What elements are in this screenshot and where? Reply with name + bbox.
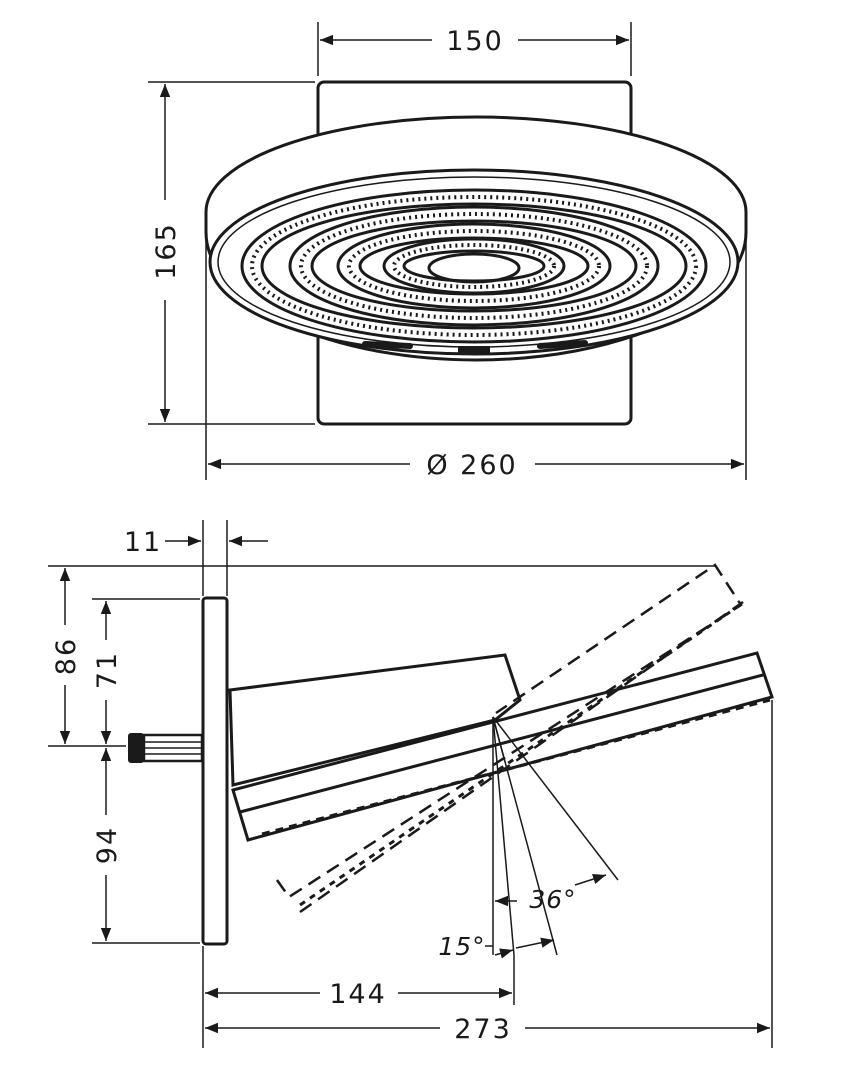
spray-rings <box>240 188 708 344</box>
side-view: 11 86 71 94 36° 15° 144 <box>48 520 774 1048</box>
shower-head-side <box>231 651 774 842</box>
dim-86-label: 86 <box>51 637 82 675</box>
dim-165-label: 165 <box>151 222 182 280</box>
dim-11-label: 11 <box>124 527 162 558</box>
thread-connector <box>128 733 204 763</box>
top-view: 150 165 Ø 260 <box>148 22 748 481</box>
shower-arm <box>228 653 522 787</box>
angle-15-label: 15° <box>438 932 485 961</box>
front-slot-left <box>362 341 413 349</box>
front-slot-right <box>537 340 588 349</box>
shower-head-swivel-outline <box>275 563 744 914</box>
dim-71-label: 71 <box>92 651 123 689</box>
dim-273-label: 273 <box>454 1014 512 1045</box>
dim-diameter-label: Ø 260 <box>426 450 517 481</box>
angle-36-label: 36° <box>529 885 576 914</box>
front-slot-center <box>458 346 490 355</box>
wall-plate <box>201 596 229 946</box>
dim-150-label: 150 <box>446 26 504 57</box>
dim-144-label: 144 <box>329 979 387 1010</box>
dim-94-label: 94 <box>92 826 123 864</box>
